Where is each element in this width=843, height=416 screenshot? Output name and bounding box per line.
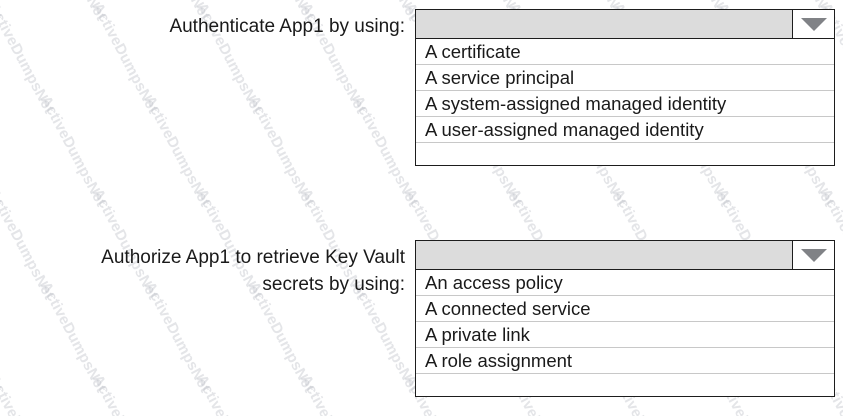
dropdown-options-list-authenticate: A certificate A service principal A syst… — [415, 39, 835, 166]
chevron-down-glyph — [800, 248, 827, 262]
watermark-text: ActiveDumpsNet — [0, 0, 6, 23]
dropdown-authorize[interactable]: An access policy A connected service A p… — [415, 240, 835, 397]
dropdown-selected-value-authenticate — [416, 10, 792, 38]
watermark-text: ActiveDumpsNet — [89, 372, 162, 416]
dropdown-option[interactable]: A connected service — [416, 296, 834, 322]
dropdown-option[interactable]: A role assignment — [416, 348, 834, 374]
chevron-down-glyph — [800, 17, 827, 31]
dropdown-header-authorize[interactable] — [415, 240, 835, 270]
dropdown-option[interactable]: An access policy — [416, 270, 834, 296]
dropdown-option[interactable]: A service principal — [416, 65, 834, 91]
dropdown-list-padding — [416, 374, 834, 396]
watermark-text: ActiveDumpsNet — [36, 93, 110, 210]
watermark-text: ActiveDumpsNet — [244, 93, 318, 210]
dropdown-list-padding — [416, 143, 834, 165]
watermark-text: ActiveDumpsNet — [297, 372, 370, 416]
chevron-down-icon[interactable] — [792, 10, 834, 38]
watermark-text: ActiveDumpsNet — [193, 372, 266, 416]
dropdown-options-list-authorize: An access policy A connected service A p… — [415, 270, 835, 397]
question-label-authenticate: Authenticate App1 by using: — [169, 16, 405, 37]
watermark-text: ActiveDumpsNet — [348, 93, 422, 210]
question-label-authorize: Authorize App1 to retrieve Key Vault sec… — [101, 247, 405, 295]
chevron-down-icon[interactable] — [792, 241, 834, 269]
dropdown-option[interactable]: A user-assigned managed identity — [416, 117, 834, 143]
watermark-text: ActiveDumpsNet — [0, 372, 58, 416]
dropdown-selected-value-authorize — [416, 241, 792, 269]
watermark-text: ActiveDumpsNet — [140, 93, 214, 210]
dropdown-option[interactable]: A certificate — [416, 39, 834, 65]
dropdown-option[interactable]: A private link — [416, 322, 834, 348]
dropdown-option[interactable]: A system-assigned managed identity — [416, 91, 834, 117]
dropdown-authenticate[interactable]: A certificate A service principal A syst… — [415, 9, 835, 166]
watermark-text: ActiveDumpsNet — [0, 93, 6, 210]
dropdown-header-authenticate[interactable] — [415, 9, 835, 39]
watermark-text: ActiveDumpsNet — [0, 279, 6, 396]
